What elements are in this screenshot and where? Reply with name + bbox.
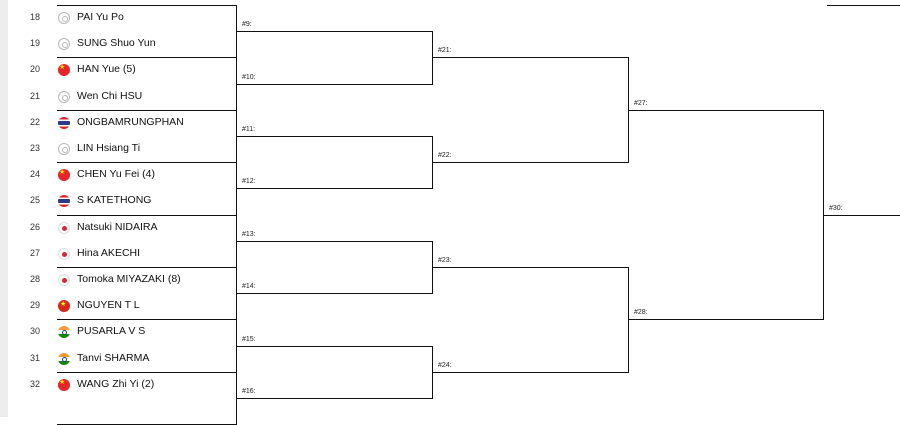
match-label: #22: <box>438 152 452 160</box>
player-name[interactable]: ONGBAMRUNGPHAN <box>77 115 184 128</box>
player-name[interactable]: Hina AKECHI <box>77 246 141 259</box>
r1-top-line <box>57 267 236 268</box>
match-label: #24: <box>438 361 452 369</box>
match-label: #11: <box>242 126 256 133</box>
r1-out-line <box>236 345 432 347</box>
r1-top-line <box>57 162 236 164</box>
match-label: #10: <box>242 73 256 81</box>
seed-number: 31 <box>29 352 40 363</box>
r1-out-line <box>236 136 432 137</box>
flag-jp-icon <box>58 274 70 286</box>
player-name[interactable]: SUNG Shuo Yun <box>77 37 156 50</box>
player-name[interactable]: LIN Hsiang Ti <box>77 142 141 154</box>
player-name[interactable]: S KATETHONG <box>77 194 152 207</box>
seed-number: 30 <box>29 326 40 337</box>
r1-out-line <box>236 83 432 85</box>
match-label: #21: <box>438 47 452 55</box>
seed-number: 28 <box>29 274 40 284</box>
flag-neutral-icon <box>58 38 70 51</box>
r3-out-line <box>628 109 823 111</box>
player-name[interactable]: Natsuki NIDAIRA <box>77 220 158 233</box>
seed-number: 26 <box>29 221 40 232</box>
flag-jp-icon <box>58 247 70 260</box>
r1-out-line <box>236 293 432 295</box>
player-name[interactable]: NGUYEN T L <box>77 299 140 312</box>
flag-in-icon <box>58 326 70 339</box>
match-label: #31: <box>835 0 849 2</box>
match-label: #9: <box>242 21 252 29</box>
player-name[interactable]: CHEN Yu Fei (4) <box>77 168 155 181</box>
seed-number: 29 <box>29 300 40 311</box>
r2-out-line <box>432 162 628 164</box>
seed-number: 27 <box>29 247 40 258</box>
seed-number: 22 <box>29 116 40 127</box>
flag-neutral-icon <box>58 90 70 103</box>
r1-top-line <box>57 5 236 6</box>
flag-th-icon <box>58 116 70 129</box>
r1-top-line <box>57 57 236 59</box>
player-name[interactable]: Tomoka MIYAZAKI (8) <box>77 273 181 285</box>
seed-number: 24 <box>29 169 40 180</box>
match-label: #12: <box>242 178 256 186</box>
seed-number: 19 <box>29 38 40 49</box>
r5-out-line <box>827 5 900 6</box>
r1-out-line <box>236 188 432 190</box>
r2-out-line <box>432 371 628 373</box>
match-label: #14: <box>242 283 256 291</box>
r1-top-line <box>57 319 236 321</box>
r1-out-line <box>236 398 432 399</box>
flag-cn-icon <box>58 169 70 182</box>
player-name[interactable]: PAI Yu Po <box>77 11 124 23</box>
flag-in-icon <box>58 352 70 365</box>
seed-number: 20 <box>29 64 40 75</box>
match-label: #23: <box>438 257 452 264</box>
flag-vn-icon <box>58 300 70 313</box>
match-label: #15: <box>242 335 256 343</box>
flag-jp-icon <box>58 221 70 234</box>
player-name[interactable]: HAN Yue (5) <box>77 63 136 76</box>
player-name[interactable]: Tanvi SHARMA <box>77 351 150 364</box>
r1-out-line <box>236 31 432 33</box>
match-label: #30: <box>829 204 843 212</box>
seed-number: 23 <box>29 143 40 153</box>
scrollbar-gutter[interactable] <box>0 0 8 417</box>
r4-out-line <box>823 214 900 216</box>
flag-cn-icon <box>58 378 70 391</box>
player-name[interactable]: WANG Zhi Yi (2) <box>77 377 155 390</box>
r1-top-line <box>57 214 236 216</box>
player-name[interactable]: PUSARLA V S <box>77 325 146 338</box>
match-label: #28: <box>634 309 648 317</box>
r3-out-line <box>628 319 823 321</box>
r1-top-line <box>57 109 236 111</box>
r1-top-line <box>57 371 236 373</box>
flag-neutral-icon <box>58 12 70 24</box>
flag-cn-icon <box>58 64 70 77</box>
flag-th-icon <box>58 195 70 208</box>
seed-number: 32 <box>29 378 40 389</box>
r2-out-line <box>432 267 628 268</box>
r2-out-line <box>432 57 628 59</box>
player-name[interactable]: Wen Chi HSU <box>77 89 143 102</box>
seed-number: 21 <box>29 90 40 101</box>
match-label: #16: <box>242 388 256 395</box>
r1-out-line <box>236 240 432 242</box>
match-label: #13: <box>242 230 256 238</box>
seed-number: 18 <box>29 12 40 22</box>
flag-neutral-icon <box>58 143 70 155</box>
seed-number: 25 <box>29 195 40 206</box>
match-label: #27: <box>634 99 648 107</box>
